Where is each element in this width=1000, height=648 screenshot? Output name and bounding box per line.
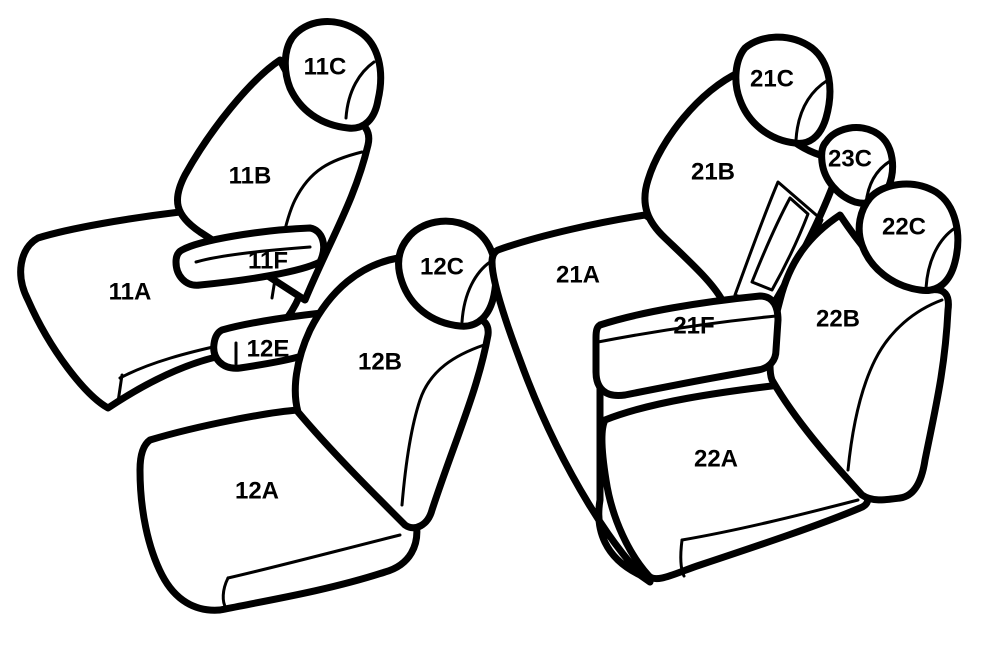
part-22A-front-line <box>680 498 860 542</box>
part-22A-front-line-2 <box>679 538 686 578</box>
label-21B: 21B <box>691 158 735 185</box>
label-22B: 22B <box>816 305 860 332</box>
rear-bench-group <box>488 33 962 586</box>
label-11B: 11B <box>229 162 272 189</box>
label-22A: 22A <box>694 445 738 472</box>
label-23C: 23C <box>828 145 872 172</box>
part-21C-side-line <box>794 78 830 142</box>
label-12E: 12E <box>247 335 290 362</box>
labels: 11C 11B 11A 11F 12E 12C 12B 12A 21A 21B … <box>109 53 926 504</box>
part-11A-front-line <box>116 373 124 404</box>
seat-11-group <box>17 18 385 412</box>
label-11A: 11A <box>109 278 152 305</box>
label-12B: 12B <box>358 348 402 375</box>
part-11F-inner-line <box>194 245 312 264</box>
seat-12-group <box>136 217 500 614</box>
part-22A-cushion <box>598 381 872 583</box>
part-21F-top-line <box>596 314 778 344</box>
part-11C-headrest <box>281 18 385 132</box>
label-12A: 12A <box>235 477 279 504</box>
label-21F: 21F <box>673 312 714 339</box>
part-12A-front-line <box>226 533 402 580</box>
label-21A: 21A <box>556 261 600 288</box>
part-12C-side-line <box>460 260 492 324</box>
part-21B-insert-inner <box>750 196 810 292</box>
label-11C: 11C <box>304 53 347 80</box>
part-11C-side-line <box>344 60 376 120</box>
label-22C: 22C <box>882 213 926 240</box>
part-21C-headrest <box>732 33 834 147</box>
part-22C-headrest <box>855 180 962 294</box>
part-22B-side-line <box>846 298 944 472</box>
label-21C: 21C <box>750 65 794 92</box>
part-22C-side-line <box>924 226 957 290</box>
part-12C-headrest <box>395 217 500 330</box>
part-12B-side-line <box>400 343 486 507</box>
label-12C: 12C <box>420 253 464 280</box>
label-11F: 11F <box>248 247 288 274</box>
part-12A-front-line-2 <box>221 576 230 610</box>
part-11F-armrest <box>172 224 328 289</box>
